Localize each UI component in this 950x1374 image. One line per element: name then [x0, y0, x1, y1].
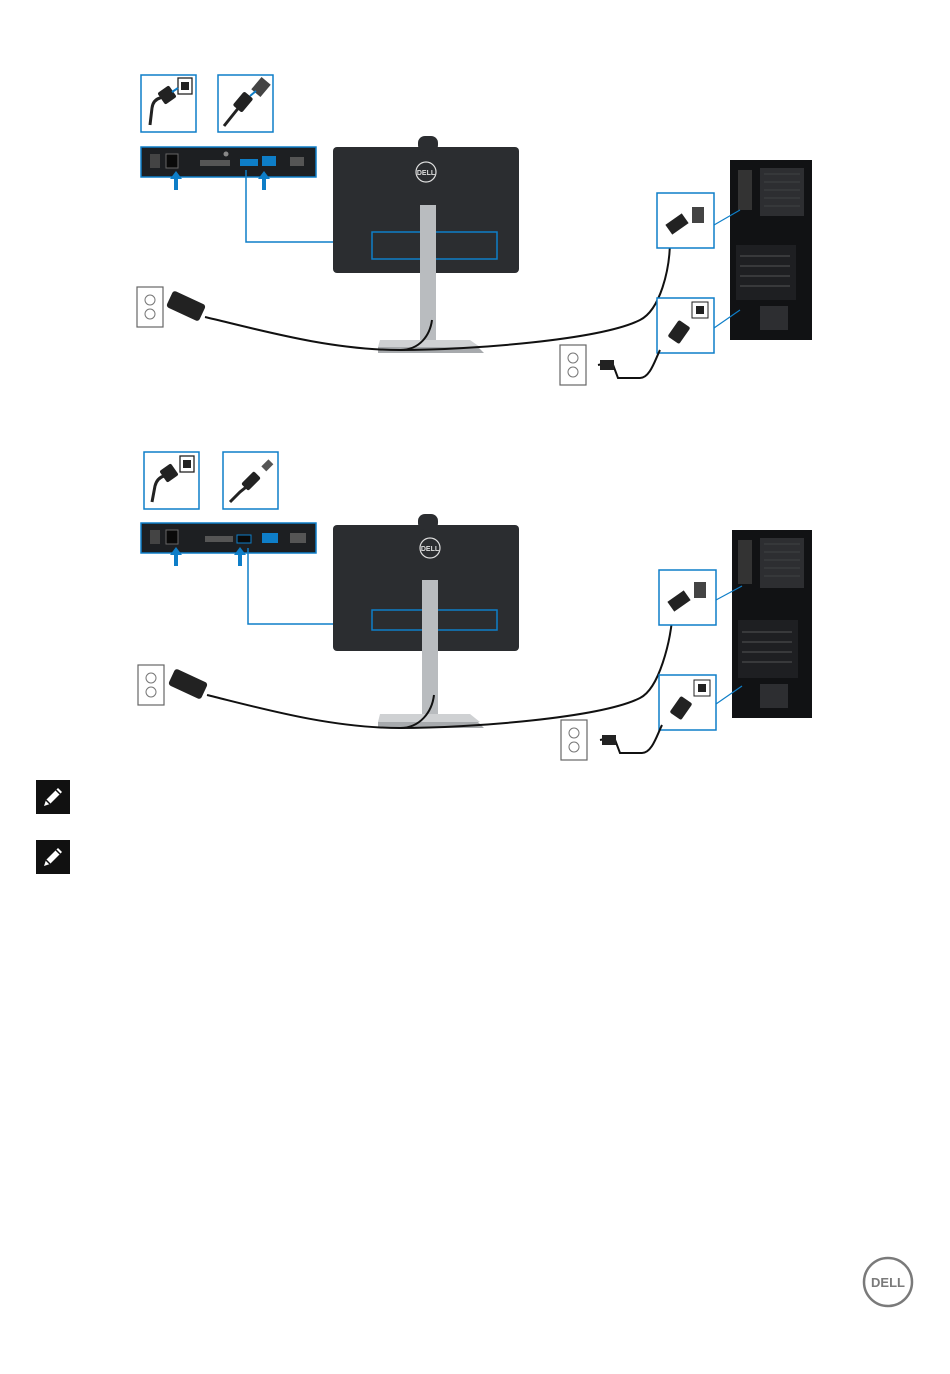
- monitor-port-panel: [141, 147, 316, 177]
- svg-text:DELL: DELL: [871, 1275, 905, 1290]
- dell-logo: DELL: [862, 1256, 914, 1308]
- wall-outlet-left: [137, 287, 206, 327]
- desktop-tower: [732, 530, 812, 718]
- svg-text:DELL: DELL: [417, 170, 436, 177]
- wall-outlet-left: [138, 665, 208, 705]
- wall-outlet-right: [561, 720, 662, 760]
- connection-diagram-1: DELL: [0, 60, 950, 420]
- dp-callout: [218, 75, 273, 132]
- note-pencil-icon: [36, 840, 70, 874]
- pc-power-callout: [659, 675, 742, 730]
- hdmi-callout: [223, 452, 278, 509]
- power-callout: [144, 452, 199, 509]
- power-callout: [141, 75, 196, 132]
- monitor: DELL: [333, 514, 519, 728]
- monitor-port-panel: [141, 523, 316, 553]
- wall-outlet-right: [560, 345, 660, 385]
- svg-text:DELL: DELL: [421, 546, 440, 553]
- pc-power-callout: [657, 298, 740, 353]
- note-pencil-icon: [36, 780, 70, 814]
- connection-diagram-2: DELL: [0, 440, 950, 800]
- pc-dp-callout: [657, 193, 740, 248]
- monitor: DELL: [333, 136, 519, 353]
- pc-dp-callout: [659, 570, 742, 625]
- desktop-tower: [730, 160, 812, 340]
